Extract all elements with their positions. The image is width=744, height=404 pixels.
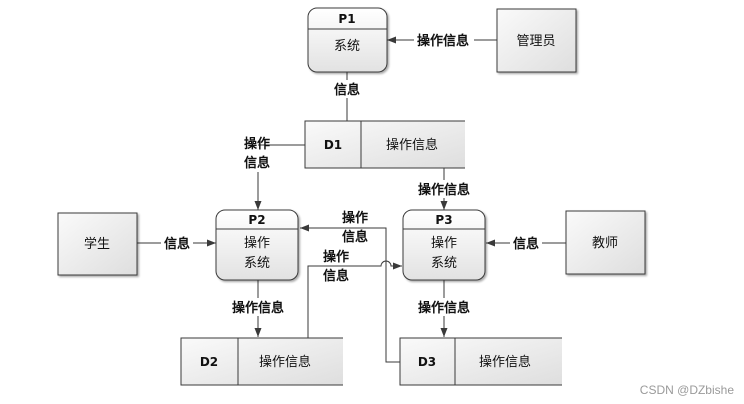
process-p2-name-line2: 系统 — [244, 256, 270, 271]
store-d3 — [399, 337, 562, 386]
store-d1-name: 操作信息 — [386, 137, 438, 153]
process-p1-id: P1 — [338, 12, 355, 26]
flow-label-d1-to-p2-line2: 信息 — [244, 155, 270, 171]
flow-label-d1-to-p3: 操作信息 — [418, 182, 470, 198]
store-d2 — [180, 337, 343, 386]
entity-student — [57, 212, 138, 276]
process-p2 — [215, 209, 299, 281]
flow-label-admin-to-p1: 操作信息 — [417, 33, 469, 49]
store-d1 — [304, 120, 465, 169]
entity-teacher-label: 教师 — [592, 235, 618, 251]
flow-label-p3-to-d3: 操作信息 — [418, 300, 470, 316]
store-d1-id: D1 — [324, 138, 342, 152]
entity-teacher — [565, 210, 646, 275]
entity-student-label: 学生 — [84, 236, 110, 252]
flow-label-p2-to-d2: 操作信息 — [232, 300, 284, 316]
process-p3-name-line2: 系统 — [431, 256, 457, 271]
store-d2-id: D2 — [200, 355, 218, 369]
flow-label-d1-to-p2-line1: 操作 — [244, 136, 270, 152]
process-p1 — [307, 7, 388, 73]
flow-label-d2-to-p3-line1: 操作 — [323, 249, 349, 265]
process-p1-name: 系统 — [334, 39, 360, 54]
flow-d3-to-p2 — [300, 224, 400, 363]
flow-label-d3-to-p2-line2: 信息 — [342, 229, 368, 245]
process-p2-name-line1: 操作 — [244, 235, 270, 251]
flow-label-d3-to-p2-line1: 操作 — [342, 210, 368, 226]
process-p2-id: P2 — [248, 213, 265, 227]
flow-d2-to-p3 — [307, 260, 402, 338]
flow-label-student-to-p2: 信息 — [164, 236, 190, 252]
flow-label-p1-to-d1: 信息 — [334, 82, 360, 98]
watermark: CSDN @DZbishe — [640, 383, 735, 397]
store-d3-name: 操作信息 — [479, 354, 531, 370]
flow-label-teacher-to-p3: 信息 — [513, 236, 539, 252]
process-p3 — [402, 209, 486, 281]
process-p3-id: P3 — [435, 213, 452, 227]
process-p3-name-line1: 操作 — [431, 235, 457, 251]
entity-admin-label: 管理员 — [516, 34, 555, 49]
store-d3-id: D3 — [418, 355, 436, 369]
entity-admin — [496, 8, 577, 73]
flow-label-d2-to-p3-line2: 信息 — [323, 268, 349, 284]
store-d2-name: 操作信息 — [259, 354, 311, 370]
